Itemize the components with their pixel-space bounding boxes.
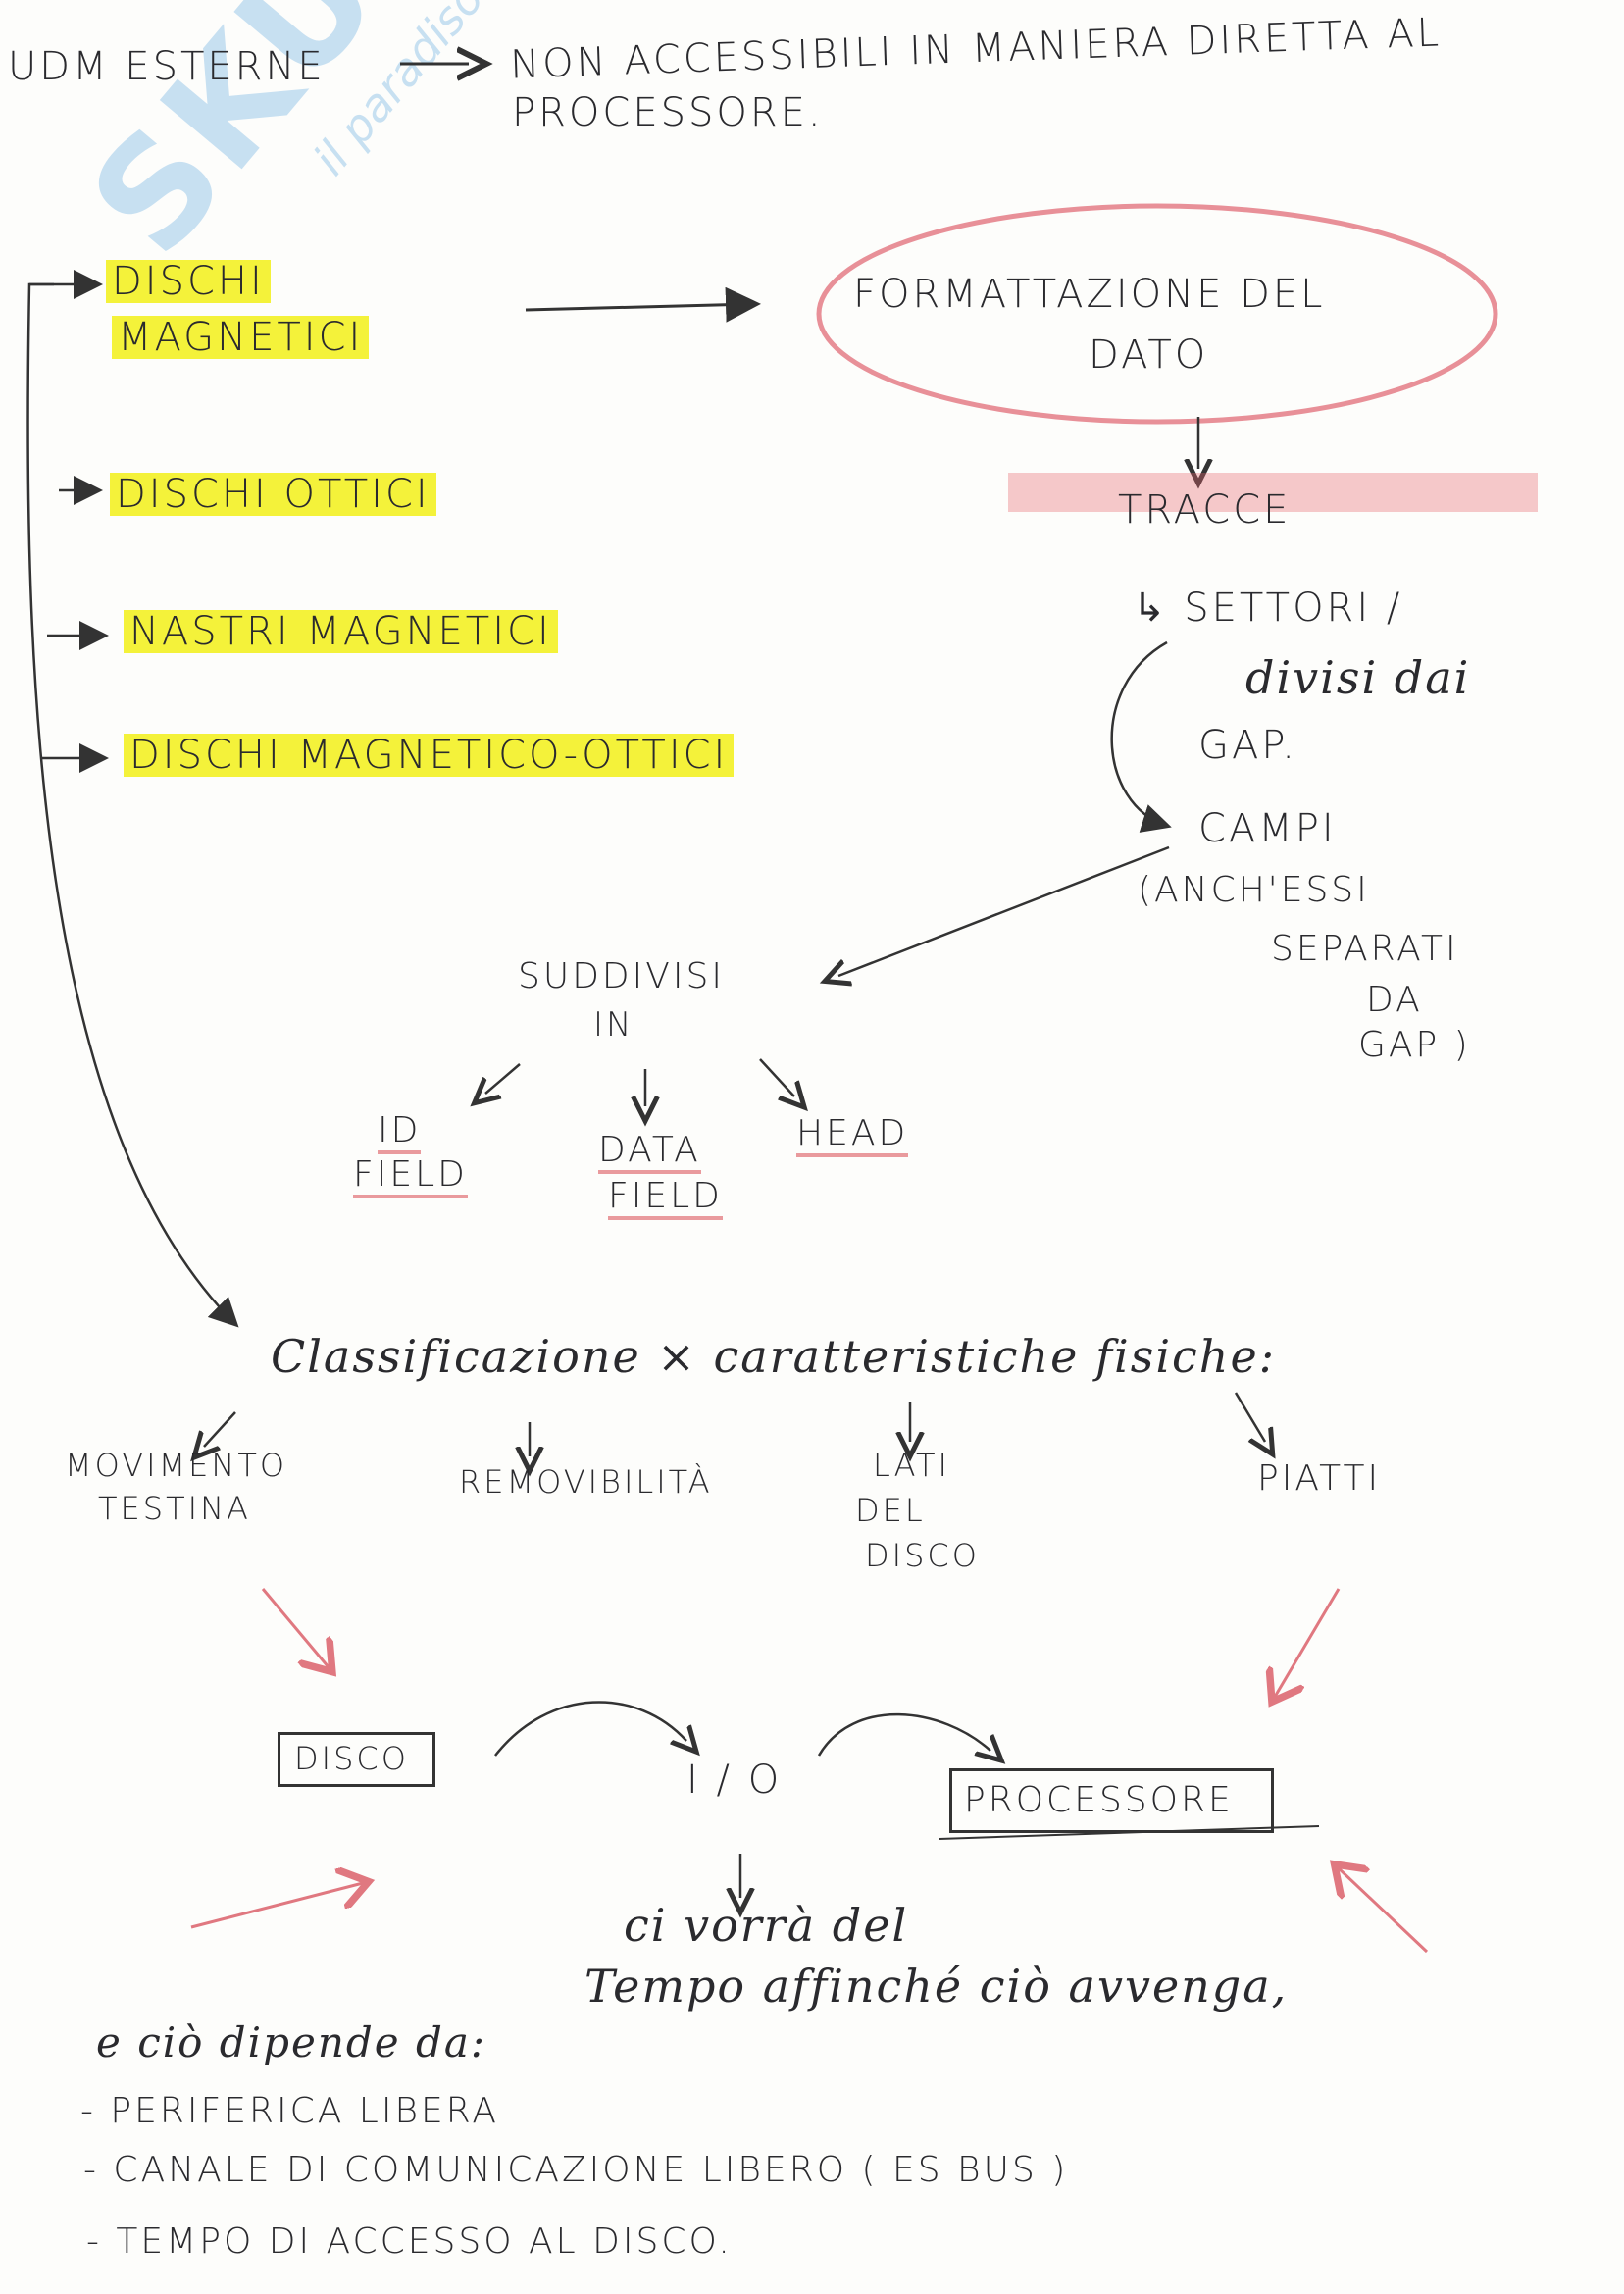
processore-box: PROCESSORE [949,1768,1274,1833]
device-dischi-magnetico-ottici: DISCHI MAGNETICO-OTTICI [124,734,735,777]
depends-item-1: - PERIFERICA LIBERA [80,2091,499,2131]
in-label: IN [593,1005,634,1045]
id-field-2: FIELD [353,1157,468,1198]
campi-note-4: GAP ) [1358,1025,1471,1065]
depends-item-2: - CANALE DI COMUNICAZIONE LIBERO ( ES BU… [83,2150,1069,2190]
class-lati: LATI [873,1447,950,1484]
arrow-to-formatting [525,286,761,323]
time-note-1: ci vorrà del [624,1899,909,1952]
formatting-title-2: DATO [1089,332,1209,378]
class-movimento: MOVIMENTO [65,1447,288,1484]
device-dischi-ottici: DISCHI OTTICI [110,473,436,516]
class-removibilita: REMOVIBILITÀ [459,1463,713,1501]
processore-label: PROCESSORE [964,1780,1234,1820]
gap-label: GAP. [1198,723,1297,768]
io-label: I / O [686,1758,783,1803]
settori-text: SETTORI / [1184,586,1403,631]
head-field: HEAD [796,1116,909,1157]
device-nastri-magnetici: NASTRI MAGNETICI [124,610,558,653]
device-dischi-magnetici-2: MAGNETICI [112,316,370,359]
depends-intro: e ciò dipende da: [96,2018,487,2066]
formatting-ellipse [816,203,1498,425]
suddivisi-label: SUDDIVISI [518,956,725,996]
class-piatti: PIATTI [1257,1458,1382,1499]
depends-item-3: - TEMPO DI ACCESSO AL DISCO. [86,2221,733,2262]
device-dischi-magnetici-1: DISCHI [106,260,271,303]
formatting-title: FORMATTAZIONE DEL [853,272,1326,317]
class-disco: DISCO [865,1537,980,1574]
data-field-2: FIELD [608,1179,723,1220]
campi-label: CAMPI [1198,806,1337,851]
campi-note-2: SEPARATI [1271,929,1459,969]
data-field-1: DATA [598,1133,701,1174]
disco-label: DISCO [294,1740,409,1777]
time-note-2: Tempo affinché ciò avvenga, [584,1960,1289,2013]
classification-title: Classificazione × caratteristiche fisich… [271,1330,1277,1383]
id-field-1: ID [378,1113,422,1154]
header-udm: UDM ESTERNE [8,44,326,89]
tracce-label: TRACCE [1118,487,1292,533]
campi-note-3: DA [1366,980,1423,1020]
left-bracket-line [26,282,239,1328]
campi-note-1: (ANCH'ESSI [1138,870,1370,910]
disco-box: DISCO [278,1732,435,1787]
class-testina: TESTINA [98,1490,251,1527]
tracce-highlight [1008,473,1538,512]
header-processore: PROCESSORE. [512,90,824,135]
settori-label: ↳ SETTORI / [1133,586,1403,631]
class-del: DEL [855,1492,926,1529]
divisi-label: divisi dai [1245,651,1471,704]
